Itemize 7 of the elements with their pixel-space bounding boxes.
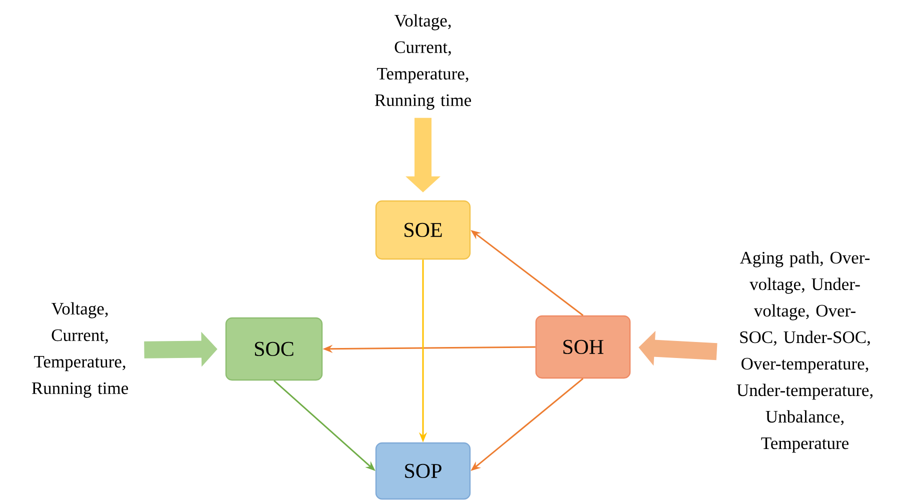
state-box: SOP <box>375 442 471 500</box>
parameter-list: Aging path, Over-voltage, Under-voltage, Over-SOC, Under-SOC, Over-temperature, Under-temperature, Unbalance, Temperature <box>736 251 872 453</box>
state-box: SOE <box>375 200 471 260</box>
parameter-list: Voltage, Current, Temperature, Running time <box>32 302 128 398</box>
state-box: SOH <box>535 315 631 379</box>
state-box: SOC <box>225 317 323 381</box>
parameter-list: Voltage, Current, Temperature, Running time <box>374 14 472 110</box>
